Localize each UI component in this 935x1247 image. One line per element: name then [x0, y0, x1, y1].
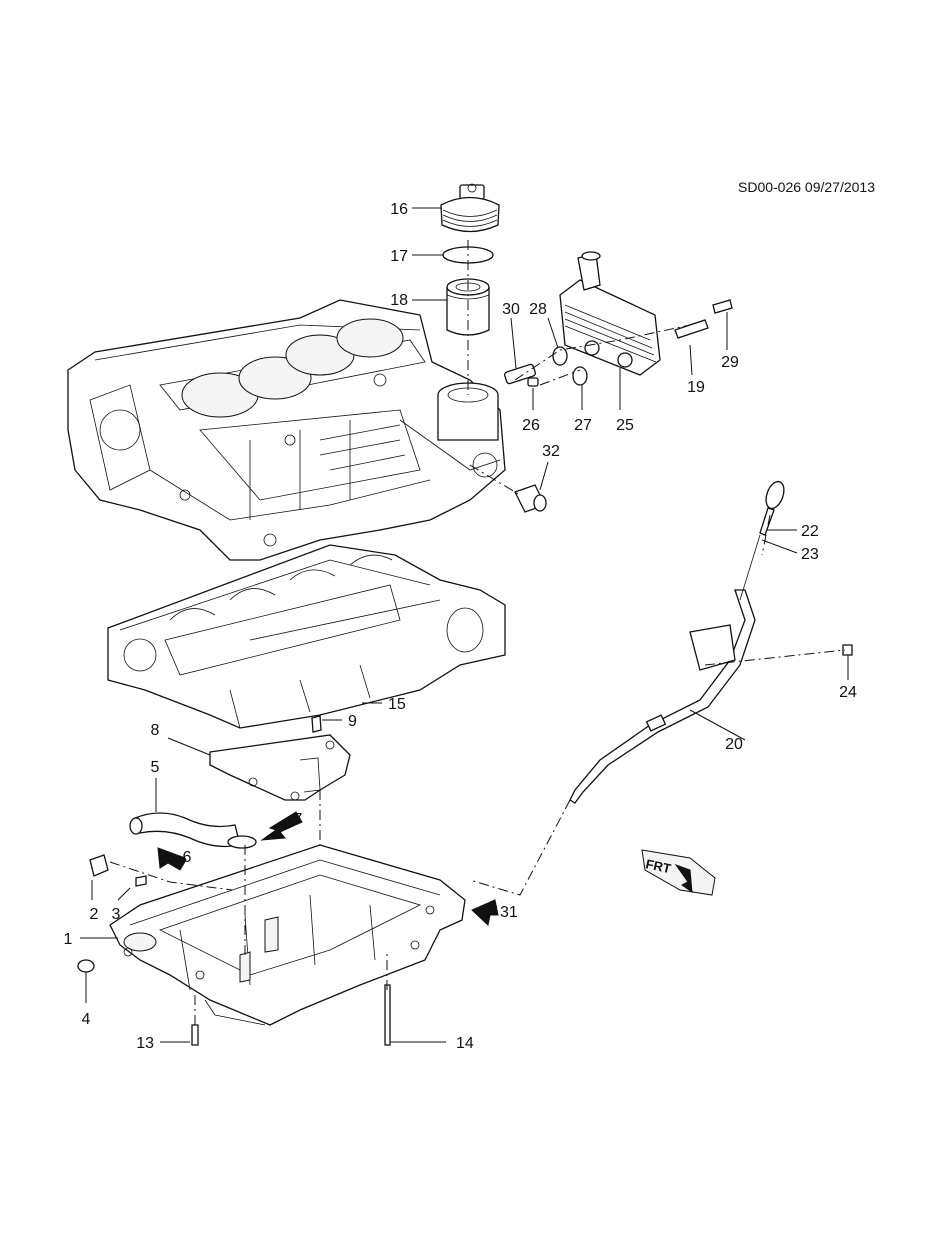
- bolts: [77, 644, 853, 1046]
- callout-15: 15: [388, 696, 406, 713]
- callout-9: 9: [348, 713, 357, 730]
- document-id: SD00-026 09/27/2013: [738, 179, 875, 195]
- callout-31: 31: [500, 904, 518, 921]
- oil-baffle: [209, 734, 351, 801]
- callout-28: 28: [529, 301, 547, 318]
- callout-32: 32: [542, 443, 560, 460]
- front-indicator-label: FRT: [644, 856, 672, 876]
- callout-4: 4: [82, 1011, 91, 1028]
- callout-23: 23: [801, 546, 819, 563]
- callout-1: 1: [64, 931, 73, 948]
- callout-6: 6: [183, 849, 192, 866]
- callout-30: 30: [502, 301, 520, 318]
- oil-cooler: [559, 251, 661, 376]
- callout-17: 17: [390, 248, 408, 265]
- callout-labels: 16 17 18 30 28 29 19 26 27 25 32 22 23 2…: [64, 201, 857, 1052]
- front-indicator: FRT: [641, 849, 716, 896]
- alignment-lines: [109, 240, 846, 1025]
- callout-25: 25: [616, 417, 634, 434]
- oil-filter-cap: [440, 183, 500, 233]
- cooler-fittings: [504, 299, 733, 387]
- callout-8: 8: [151, 722, 160, 739]
- lower-crankcase: [107, 544, 506, 729]
- callout-22: 22: [801, 523, 819, 540]
- oil-pressure-sensor: [514, 484, 547, 513]
- oil-pan: [109, 844, 466, 1026]
- callout-24: 24: [839, 684, 857, 701]
- callout-27: 27: [574, 417, 592, 434]
- callout-26: 26: [522, 417, 540, 434]
- callout-14: 14: [456, 1035, 474, 1052]
- callout-5: 5: [151, 759, 160, 776]
- leader-lines: [80, 207, 849, 1043]
- callout-2: 2: [90, 906, 99, 923]
- oil-pickup-tube: [129, 812, 257, 849]
- callout-18: 18: [390, 292, 408, 309]
- callout-13: 13: [136, 1035, 154, 1052]
- upper-engine-block: [67, 299, 506, 561]
- dipstick-handle: [739, 480, 785, 601]
- callout-20: 20: [725, 736, 743, 753]
- callout-7: 7: [294, 811, 303, 828]
- callout-16: 16: [390, 201, 408, 218]
- callout-19: 19: [687, 379, 705, 396]
- dipstick-tube: [569, 589, 756, 804]
- callout-3: 3: [112, 906, 121, 923]
- direction-arrows: [157, 811, 499, 926]
- callout-29: 29: [721, 354, 739, 371]
